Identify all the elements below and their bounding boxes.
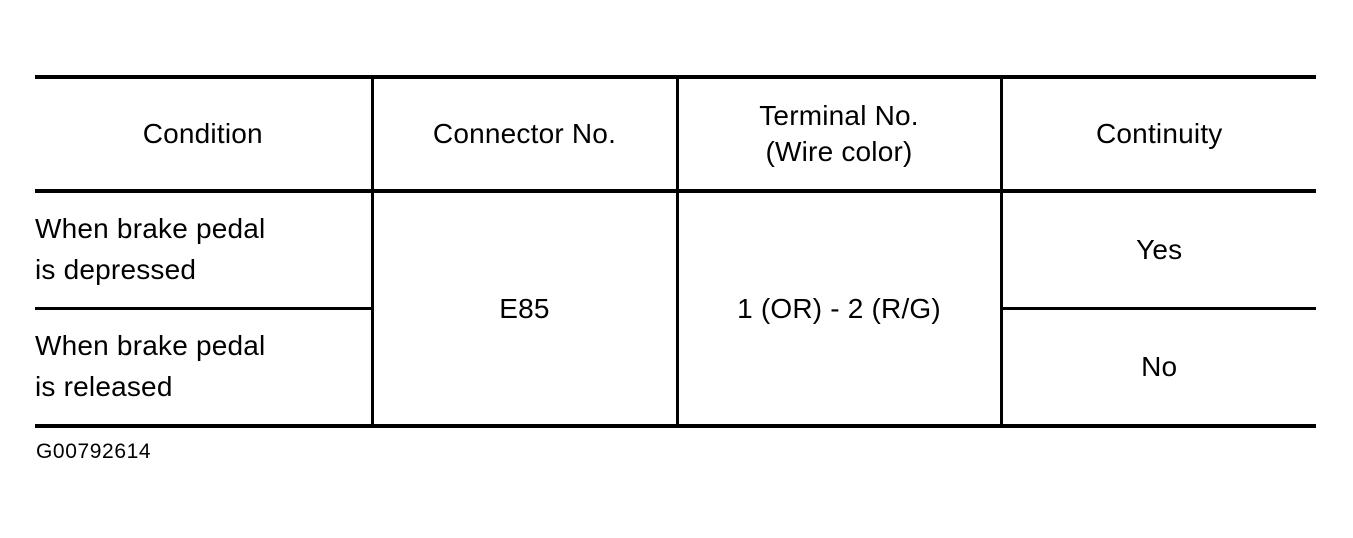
column-header-continuity: Continuity	[1001, 75, 1316, 193]
table-body: When brake pedal is depressed E85 1 (OR)…	[35, 191, 1316, 428]
column-header-terminal-no-line-2: (Wire color)	[765, 136, 913, 167]
cell-continuity-no: No	[1001, 308, 1316, 428]
cell-condition-released-line-2: is released	[35, 371, 173, 402]
continuity-spec-table: Condition Connector No. Terminal No. (Wi…	[35, 75, 1316, 428]
table-row: When brake pedal is released No	[35, 308, 1316, 428]
cell-condition-released-line-1: When brake pedal	[35, 330, 266, 362]
column-header-connector-no-line-1: Connector No.	[432, 118, 617, 150]
table-header: Condition Connector No. Terminal No. (Wi…	[35, 75, 1316, 193]
cell-condition-depressed: When brake pedal is depressed	[35, 191, 374, 310]
table-header-row: Condition Connector No. Terminal No. (Wi…	[35, 75, 1316, 193]
column-header-continuity-line-1: Continuity	[1095, 118, 1223, 150]
cell-condition-depressed-line-1: When brake pedal	[35, 213, 266, 245]
column-header-condition-line-1: Condition	[142, 118, 263, 150]
column-header-terminal-no: Terminal No. (Wire color)	[677, 75, 1003, 193]
table-row: When brake pedal is depressed E85 1 (OR)…	[35, 191, 1316, 428]
cell-condition-depressed-line-2: is depressed	[35, 254, 197, 285]
cell-terminal-no: 1 (OR) - 2 (R/G)	[677, 191, 1003, 428]
column-header-terminal-no-line-1: Terminal No.	[759, 100, 919, 132]
column-header-connector-no: Connector No.	[372, 75, 679, 193]
figure-caption: G00792614	[36, 440, 152, 463]
cell-connector-no: E85	[372, 191, 679, 428]
column-header-condition: Condition	[35, 75, 374, 193]
cell-continuity-yes: Yes	[1001, 191, 1316, 310]
cell-condition-released: When brake pedal is released	[35, 308, 374, 428]
